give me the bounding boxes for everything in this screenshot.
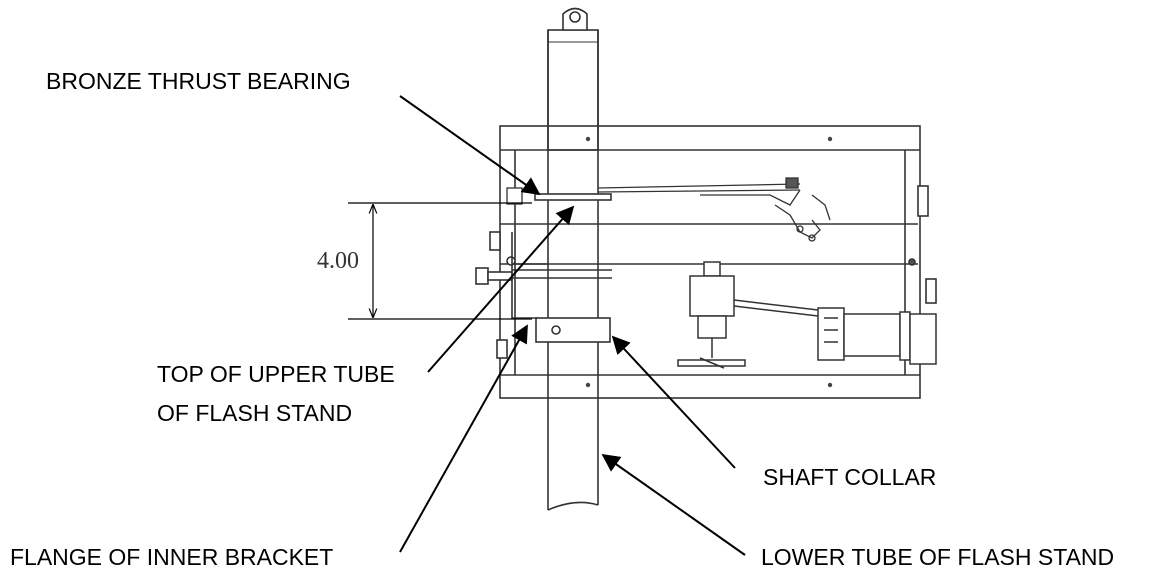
inner-bracket-flange	[511, 232, 548, 319]
left-bracket	[475, 231, 612, 359]
leader-top-of-upper-tube	[427, 205, 575, 373]
mounting-eye	[562, 7, 588, 31]
leader-arrows	[399, 95, 746, 556]
leader-lower-tube	[601, 453, 746, 556]
label-top-of-upper-tube-line2: OF FLASH STAND	[157, 400, 353, 426]
shaft-collar	[535, 317, 611, 343]
dimension-value: 4.00	[317, 248, 359, 274]
top-linkage	[506, 177, 831, 242]
leader-flange-inner-bracket	[399, 324, 528, 553]
frame-screws	[585, 136, 833, 388]
label-top-of-upper-tube-line1: TOP OF UPPER TUBE	[157, 361, 395, 387]
flash-stand-tube	[547, 29, 599, 511]
dimension-4-00	[348, 202, 532, 320]
bronze-thrust-bearing	[534, 193, 612, 201]
leader-bronze-thrust-bearing	[399, 95, 541, 196]
label-shaft-collar: SHAFT COLLAR	[763, 464, 937, 490]
label-bronze-thrust-bearing: BRONZE THRUST BEARING	[46, 68, 351, 94]
right-bracket	[908, 185, 937, 304]
leader-shaft-collar	[611, 335, 736, 469]
label-flange-of-inner-bracket: FLANGE OF INNER BRACKET	[10, 544, 334, 570]
label-lower-tube-of-flash-stand: LOWER TUBE OF FLASH STAND	[761, 544, 1115, 570]
motor-assembly	[677, 261, 937, 369]
